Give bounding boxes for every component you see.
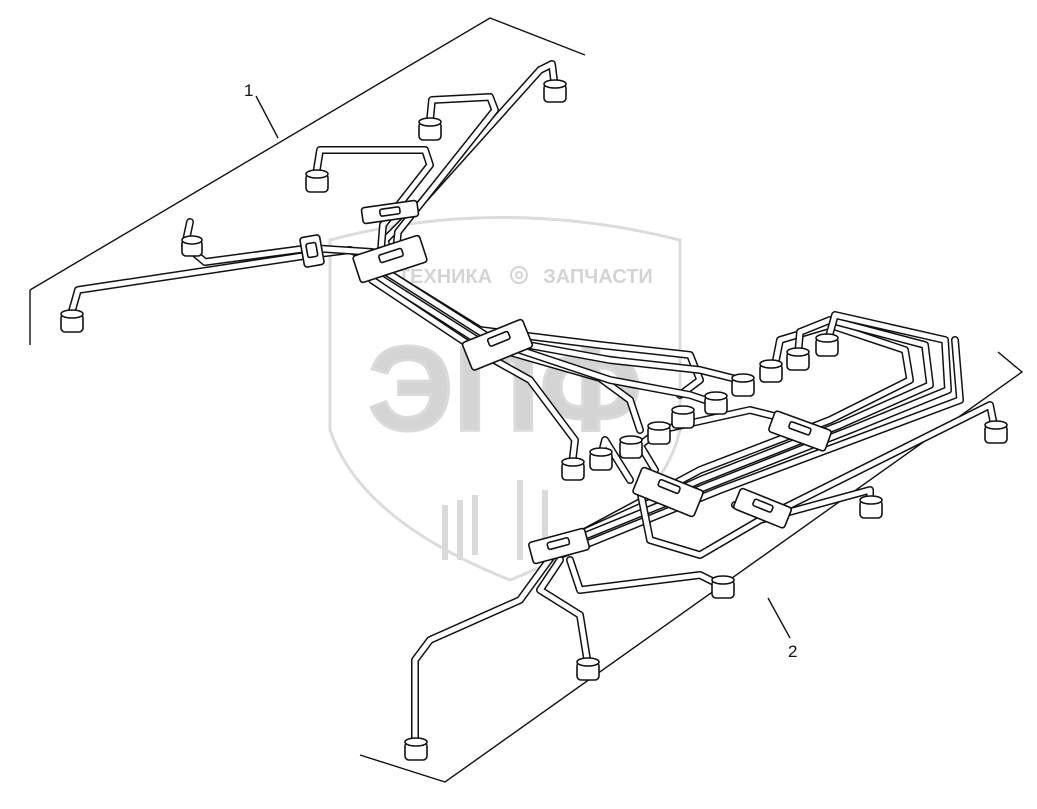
callout-2-label: 2 (788, 642, 797, 661)
nut (561, 457, 585, 481)
clamp-8 (528, 527, 590, 565)
callout-2: 2 (767, 597, 797, 661)
nut (815, 333, 839, 357)
nut (543, 79, 567, 103)
group-1-boundary (29, 17, 586, 345)
clamp-2 (360, 199, 420, 225)
callout-1-label: 1 (244, 81, 253, 100)
watermark-wheat-left (442, 495, 478, 560)
nut (305, 169, 329, 193)
nut (647, 421, 671, 445)
watermark-word-right: ЗАПЧАСТИ (543, 266, 653, 288)
clamp-6 (632, 466, 704, 518)
clamp-3 (352, 234, 428, 284)
clamp-5 (768, 410, 832, 452)
nut (786, 347, 810, 371)
callout-1: 1 (244, 81, 279, 139)
group-2-boundary (359, 351, 1024, 783)
nut (984, 420, 1008, 444)
nut (589, 447, 613, 471)
nut (619, 435, 643, 459)
nut (759, 359, 783, 383)
nut (704, 391, 728, 415)
nut (711, 575, 735, 599)
clamps (299, 199, 832, 565)
nut (418, 117, 442, 141)
nut (60, 309, 84, 333)
nuts (60, 79, 1008, 761)
gear-icon (510, 266, 528, 284)
clamp-7 (732, 487, 792, 529)
nut (859, 495, 883, 519)
nut (731, 373, 755, 397)
nut (404, 737, 428, 761)
nut (576, 657, 600, 681)
watermark-word-left: ТЕХНИКА (398, 266, 492, 288)
nut (181, 235, 203, 257)
nut (671, 405, 695, 429)
clamp-1 (299, 234, 325, 268)
clamp-4 (461, 318, 534, 371)
